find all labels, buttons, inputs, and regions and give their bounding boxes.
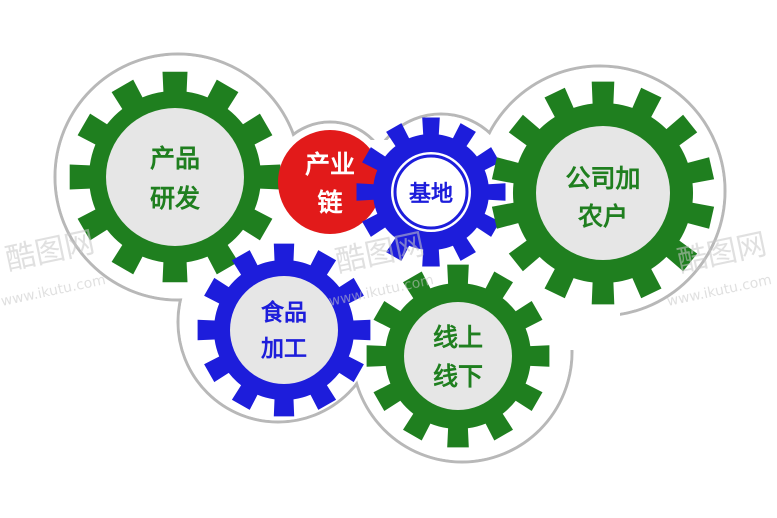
watermark-brand-left: 酷图网 [2, 225, 97, 278]
gear-company-farmers-hub [536, 126, 670, 260]
gears: 产品 研发 产业 链 基地 公司加 农户 食品 加工 [69, 71, 715, 448]
gear-online-offline-hub [404, 302, 512, 410]
gear-food-processing-hub [230, 276, 338, 384]
gear-online-offline-label-line2: 线下 [433, 362, 483, 391]
gear-company-farmers-label-line2: 农户 [577, 202, 628, 231]
gear-base-hub-ring [393, 154, 469, 230]
gear-company-farmers-label-line1: 公司加 [565, 164, 640, 193]
gear-product-rd-label-line2: 研发 [150, 184, 200, 213]
gear-product-rd: 产品 研发 [69, 71, 281, 283]
gear-online-offline: 线上 线下 [366, 264, 550, 448]
gear-product-rd-hub [106, 108, 244, 246]
gear-online-offline-label-line1: 线上 [433, 323, 483, 352]
gear-base-hub-outer [391, 152, 471, 232]
gear-industry-chain: 产业 链 [278, 130, 382, 234]
watermark-url-left: www.ikutu.com [0, 272, 107, 310]
gear-base: 基地 [356, 117, 506, 267]
gear-industry-chain-disc [278, 130, 382, 234]
gear-food-processing-label-line1: 食品 [261, 299, 307, 326]
gear-food-processing-label-line2: 加工 [260, 336, 307, 362]
gear-industry-chain-label-line1: 产业 [305, 150, 355, 179]
gear-industry-chain-label-line2: 链 [317, 188, 342, 217]
gear-company-farmers: 公司加 农户 [491, 81, 715, 305]
gear-food-processing: 食品 加工 [197, 243, 371, 417]
gear-base-label: 基地 [409, 182, 453, 207]
gear-product-rd-label-line1: 产品 [150, 144, 200, 173]
